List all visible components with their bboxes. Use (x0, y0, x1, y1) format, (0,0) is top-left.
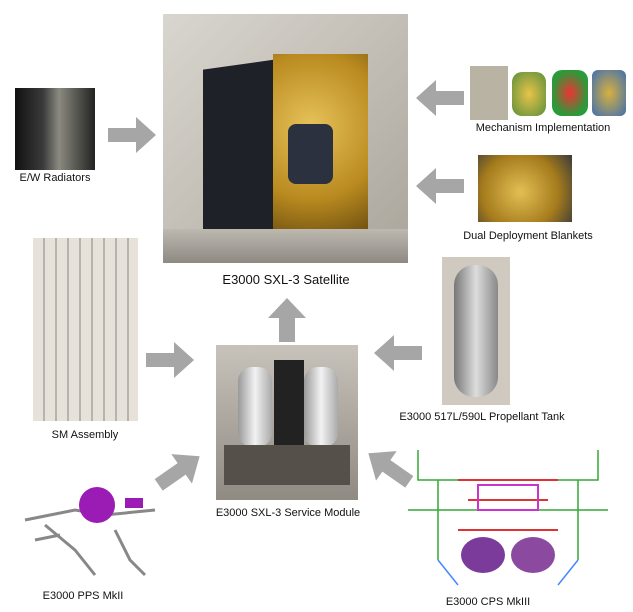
satellite-label: E3000 SXL-3 Satellite (222, 272, 350, 287)
mechanism-photo (470, 66, 628, 120)
blankets-photo (478, 155, 572, 222)
tank-photo (442, 257, 510, 405)
blankets-label: Dual Deployment Blankets (463, 230, 593, 242)
arrow-cps-to-service-module (368, 451, 414, 488)
arrow-mechanism-to-satellite (416, 80, 464, 116)
sm-assembly-label: SM Assembly (51, 429, 119, 441)
cps-label: E3000 CPS MkIII (445, 596, 531, 608)
pps-label: E3000 PPS MkII (42, 590, 124, 602)
satellite-photo (163, 14, 408, 263)
tank-label: E3000 517L/590L Propellant Tank (399, 411, 565, 423)
service-module-label: E3000 SXL-3 Service Module (215, 507, 361, 519)
arrow-radiators-to-satellite (108, 117, 156, 153)
arrow-pps-to-service-module (154, 454, 200, 491)
arrow-service-module-to-satellite (268, 298, 306, 342)
arrow-tank-to-service-module (374, 335, 422, 371)
sm-assembly-photo (33, 238, 138, 421)
pps-drawing (24, 487, 156, 577)
arrow-sm-assembly-to-service-module (146, 342, 194, 378)
mechanism-label: Mechanism Implementation (475, 122, 611, 134)
radiators-photo (15, 88, 95, 170)
service-module-photo (216, 345, 358, 500)
cps-drawing (408, 450, 608, 586)
arrow-blankets-to-satellite (416, 168, 464, 204)
radiators-label: E/W Radiators (19, 172, 91, 184)
